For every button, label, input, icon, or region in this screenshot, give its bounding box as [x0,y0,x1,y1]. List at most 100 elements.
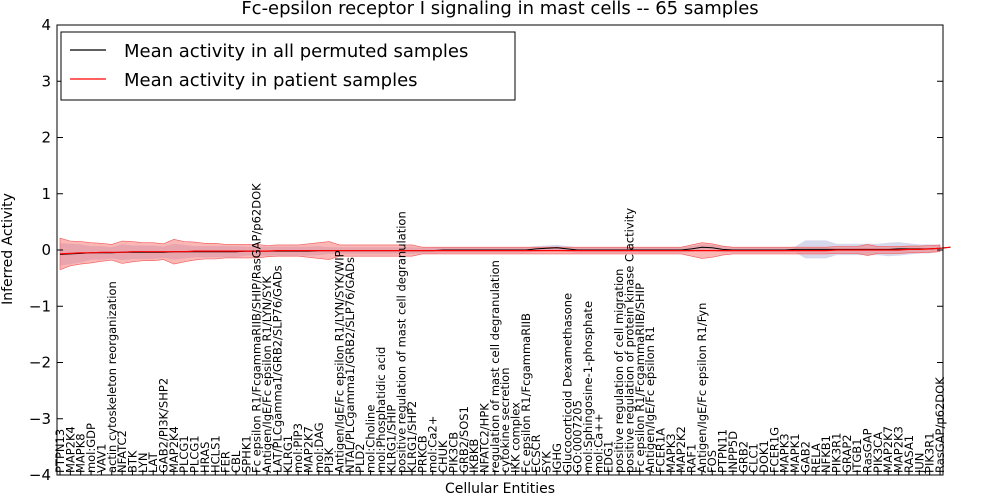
x-tick-label: RASA1 [902,435,916,473]
x-tick-label: mol:PIP3 [291,423,305,473]
x-tick-label: Fc epsilon R1/FcgammaRIIB [519,313,533,473]
x-tick-label: JUN [912,453,926,474]
x-tick-label: MAPK3 [778,433,792,473]
x-tick-label: mol:Phosphatidic acid [374,347,388,473]
x-tick-label: LAT [146,451,160,473]
confidence-bands [59,237,941,271]
x-tick-label: MAPK8 [74,433,88,473]
x-tick-label: SYK [540,451,554,473]
x-tick-label: VAV1 [94,444,108,473]
x-tick-label: PLCG1 [177,435,191,473]
x-tick-label: KLRG1/SHIP [384,405,398,473]
x-tick-label: IKBKB [467,439,481,473]
band-patient [59,237,941,271]
x-tick-label: MAP2K3 [892,426,906,473]
x-tick-label: PTPN11 [716,429,730,473]
x-tick-label: CBL [229,450,243,473]
x-tick-label: NFATC2 [115,430,129,473]
x-tick-label: Antigen/IgE/Fc epsilon R1/Fyn [695,303,709,473]
x-tick-label: FOS [705,450,719,473]
x-tick-label: GAB2/PI3K/SHP2 [157,378,171,473]
x-tick-label: IGHG [550,443,564,473]
x-tick-label: Fc epsilon R1/FcgammaRIIB/SHIP/RasGAP/p6… [250,183,264,473]
x-tick-label: mol:GDP [84,423,98,473]
legend-box [60,31,516,101]
y-tick-label: 1 [41,185,51,203]
x-tick-label: mol:Ca2+ [426,416,440,473]
series-lines [59,246,951,255]
x-tick-label: mol:DAG [312,422,326,473]
x-tick-label: KLRG1/SHP2 [405,401,419,473]
x-tick-label: CHUK [436,440,450,473]
x-tick-label: PRKCB [415,435,429,473]
x-tick-label: LYN [136,452,150,473]
x-tick-label: NTAL/PLCgamma1/GRB2/SLP76/GADs [343,257,357,473]
x-tick-label: mol:Ca++ [591,413,605,473]
x-tick-label: MAP2K4 [167,426,181,473]
x-tick-label: Glucocorticoid Dexamethasone [560,293,574,473]
x-tick-label: RasGAP [861,428,875,473]
x-tick-label: FCER1A [654,428,668,473]
x-tick-label: RAF1 [685,444,699,473]
legend-label-permuted: Mean activity in all permuted samples [124,41,468,62]
x-tick-label: NFATC2/HPK [478,403,492,473]
x-tick-label: MAP2K4 [63,426,77,473]
x-tick-label: PIK3R1 [830,433,844,474]
x-tick-label: PIK3CB [446,432,460,473]
plot-frame [56,24,944,476]
x-tick-label: MAPK3 [664,433,678,473]
x-tick-label: MAP2K7 [302,426,316,473]
x-tick-label: PIK3CA [871,432,885,473]
x-tick-label: KLRG1 [281,435,295,473]
y-tick-label: −2 [29,354,51,372]
x-tick-label: Antigen/IgE/Fc epsilon R1/LYN/SYK [260,276,274,473]
x-tick-label: NFKB1 [819,435,833,473]
x-tick-label: GRB2 [736,441,750,473]
x-tick-label: GAB2 [798,441,812,473]
x-tick-label: mol:Sphingosine-1-phosphate [581,301,595,473]
x-tick-label: mol:Choline [364,405,378,473]
x-tick-label: RasGAP/p62DOK [933,377,947,473]
x-tick-label: positive regulation of protein kinase C … [622,208,636,473]
x-tick-label: Antigen/IgE/Fc epsilon R1 [643,326,657,473]
x-tick-label: ITGB1 [850,438,864,473]
x-tick-label: regulation of mast cell degranulation [488,260,502,473]
y-tick-label: −4 [29,466,51,484]
x-tick-label: GRB2/SOS1 [457,406,471,473]
legend-label-patient: Mean activity in patient samples [124,70,418,91]
x-tick-label: actin cytoskeleton reorganization [105,281,119,473]
x-tick-label: LAT/PLCgamma1/GRB2/SLP76/GADs [270,265,284,473]
x-tick-label: FER [219,451,233,473]
x-tick-label: ECSCR [529,434,543,473]
x-tick-label: SPHK1 [239,435,253,473]
x-tick-label: Antigen/IgE/Fc epsilon R1/LYN/SYK/WIP [333,250,347,473]
x-tick-label: FCER1G [767,427,781,473]
x-tick-label: cytokine secretion [498,367,512,473]
x-tick-label: Fc epsilon R1/FcgammaRIIB/SHIP [633,283,647,473]
y-tick-label: 4 [41,16,51,34]
x-axis-label: Cellular Entities [445,481,555,497]
x-tick-label: BTK [126,450,140,473]
series-line-patient [59,246,951,255]
x-tick-label: EDG1 [602,441,616,473]
x-tick-label: CLC1 [747,443,761,473]
legend: Mean activity in all permuted samples Me… [60,31,516,101]
x-tick-label: MAP2K2 [674,426,688,473]
x-tick-label: HRAS [198,442,212,473]
x-tick-label: INPP5D [726,431,740,473]
chart-title: Fc-epsilon receptor I signaling in mast … [241,0,758,19]
x-tick-label: positive regulation of cell migration [612,269,626,474]
x-tick-label: positive regulation of mast cell degranu… [395,211,409,473]
x-tick-label: IKK complex [509,402,523,473]
x-tick-label: PLCG1 [188,435,202,473]
x-tick-label: DOK1 [757,440,771,473]
x-tick-label: PIK3R1 [923,432,937,473]
y-tick-label: −3 [29,410,51,428]
x-tick-label: PI3K [322,447,336,473]
x-tick-label: HCLS1 [208,435,222,473]
x-tick-label: GO:0007205 [571,400,585,473]
x-tick-label: PLD2 [353,443,367,473]
